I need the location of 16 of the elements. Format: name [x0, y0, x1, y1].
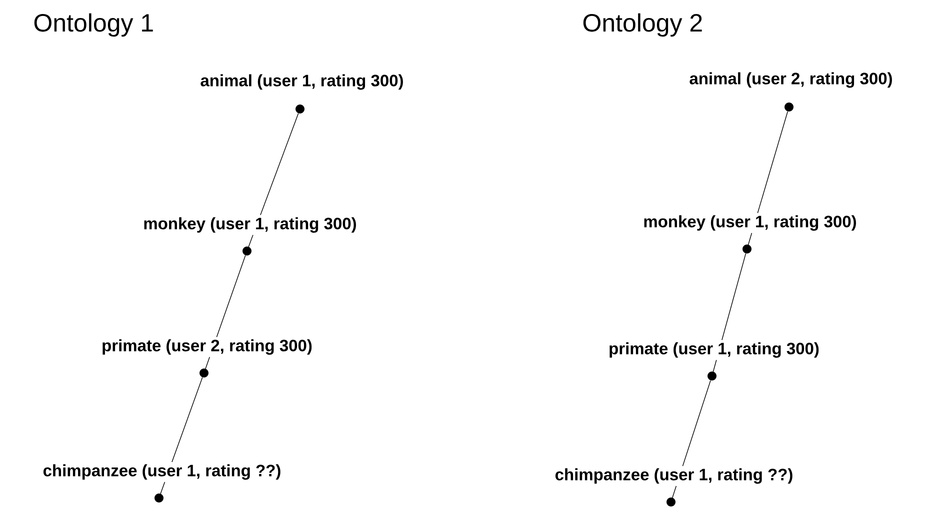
node-label: monkey (user 1, rating 300) — [144, 217, 356, 233]
node-label: chimpanzee (user 1, rating ??) — [555, 468, 792, 484]
connector-line — [682, 380, 711, 466]
node-label: animal (user 2, rating 300) — [690, 72, 892, 88]
node-label: primate (user 1, rating 300) — [610, 342, 819, 358]
connector-line — [216, 255, 246, 338]
title: Ontology 2 — [583, 13, 702, 37]
connector-line — [172, 377, 203, 462]
node-label: monkey (user 1, rating 300) — [644, 215, 856, 231]
node-label: chimpanzee (user 1, rating ??) — [43, 464, 280, 480]
node-label: animal (user 1, rating 300) — [200, 74, 403, 90]
connector-line — [722, 253, 746, 340]
node-label: primate (user 2, rating 300) — [102, 339, 312, 355]
connector-line — [757, 111, 788, 214]
connector-line — [260, 113, 299, 216]
title: Ontology 1 — [34, 13, 153, 37]
